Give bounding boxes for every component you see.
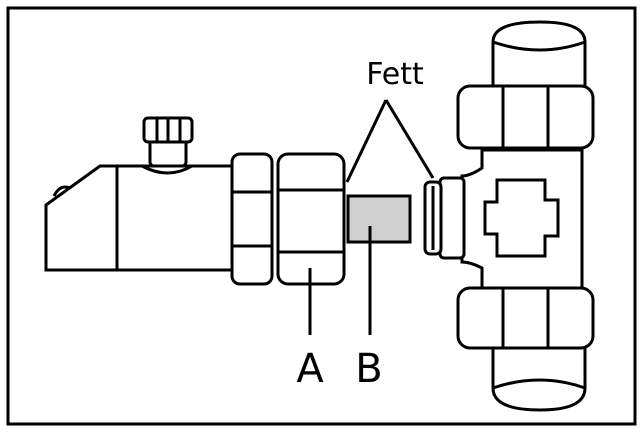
upper-nut: [456, 84, 595, 150]
label-b: B: [355, 346, 382, 392]
hex-nut-1: [230, 152, 274, 286]
part-a-nut: [276, 152, 346, 286]
vertical-pipe: [491, 20, 587, 412]
top-connector: [141, 116, 194, 175]
lower-nut: [456, 286, 595, 350]
label-a: A: [296, 346, 324, 392]
tee-body: [460, 148, 584, 290]
grease-label: Fett: [366, 57, 424, 92]
leader-lines: [308, 99, 435, 335]
leader-fett-left: [345, 99, 388, 183]
tee-port-fitting: [423, 176, 466, 260]
leader-fett-right: [384, 99, 435, 179]
part-b-grease-sleeve: [346, 194, 412, 244]
